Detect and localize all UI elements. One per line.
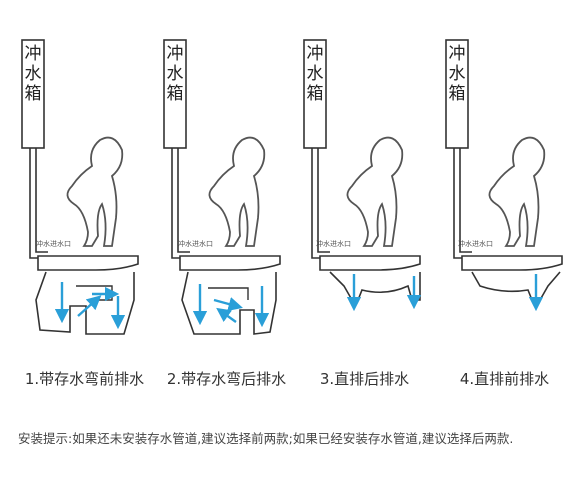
panel-3 — [303, 39, 422, 312]
diagram-canvas — [21, 39, 563, 335]
person-4 — [488, 136, 546, 247]
caption-4: 4.直排前排水 — [459, 370, 550, 388]
tank-2 — [163, 39, 187, 149]
inlet-label-4: 冲水进水口 — [458, 240, 493, 248]
toilet-top-1 — [37, 255, 139, 271]
flow-arrow-2b — [213, 297, 243, 312]
tank-4 — [445, 39, 469, 149]
toilet-body-4 — [471, 271, 561, 301]
caption-3: 3.直排后排水 — [319, 370, 410, 388]
trap-2 — [208, 287, 249, 300]
flow-arrow-2c — [216, 307, 237, 323]
toilet-body-2 — [181, 271, 277, 335]
caption-1: 1.带存水弯前排水 — [24, 370, 145, 388]
install-note: 安装提示:如果还未安装存水管道,建议选择前两款;如果已经安装存水管道,建议选择后… — [18, 431, 514, 446]
inlet-label-3: 冲水进水口 — [316, 240, 351, 248]
person-3 — [346, 136, 404, 247]
tank-label-1: 冲水箱 — [24, 44, 42, 104]
caption-2: 2.带存水弯后排水 — [166, 370, 287, 388]
tank-3 — [303, 39, 327, 149]
panel-2 — [163, 39, 281, 335]
panel-4 — [445, 39, 563, 312]
flow-arrow-1b — [77, 295, 102, 317]
toilet-body-3 — [329, 271, 421, 301]
toilet-body-1 — [35, 271, 135, 335]
toilet-top-4 — [461, 255, 563, 271]
tank-1 — [21, 39, 45, 149]
toilet-top-3 — [319, 255, 421, 271]
person-1 — [66, 136, 124, 247]
toilet-top-2 — [179, 255, 281, 271]
tank-label-2: 冲水箱 — [166, 44, 184, 104]
person-2 — [208, 136, 266, 247]
tank-label-3: 冲水箱 — [306, 44, 324, 104]
inlet-label-2: 冲水进水口 — [178, 240, 213, 248]
panel-1 — [21, 39, 139, 335]
inlet-label-1: 冲水进水口 — [36, 240, 71, 248]
tank-label-4: 冲水箱 — [448, 44, 466, 104]
